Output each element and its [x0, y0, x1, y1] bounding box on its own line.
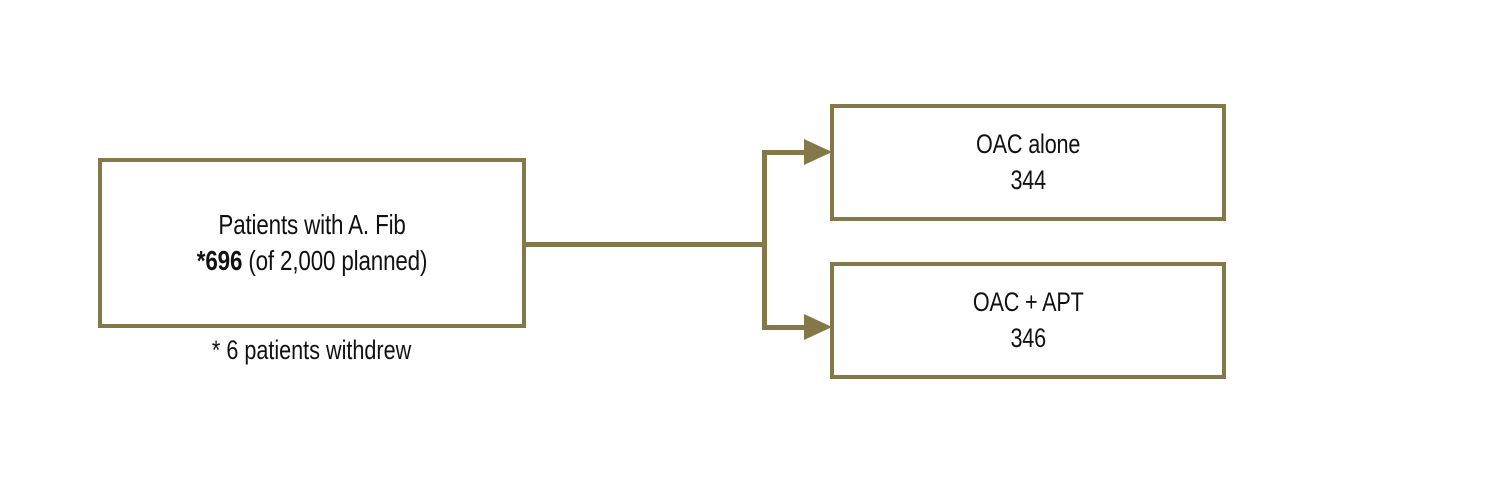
- node-oac-alone-label: OAC alone: [975, 129, 1081, 160]
- node-oac-apt-count: 346: [1010, 322, 1046, 353]
- node-oac-alone-count: 344: [1010, 164, 1046, 195]
- node-enrolled-title: Patients with A. Fib: [218, 208, 406, 240]
- connector-trunk-line: [522, 242, 767, 247]
- connector-branch-bottom: [762, 325, 810, 330]
- node-enrolled-count-line: *696 (of 2,000 planned): [196, 243, 428, 279]
- arrowhead-to-oac-alone-icon: [804, 139, 832, 165]
- arrowhead-to-oac-apt-icon: [804, 314, 832, 340]
- node-enrolled-patients: Patients with A. Fib *696 (of 2,000 plan…: [98, 158, 526, 328]
- node-oac-apt-label: OAC + APT: [972, 287, 1084, 318]
- node-oac-alone: OAC alone 344: [830, 104, 1226, 221]
- connector-branch-top: [762, 150, 810, 155]
- footnote-withdrawals: * 6 patients withdrew: [98, 334, 526, 368]
- connector-vertical-riser: [762, 150, 767, 330]
- node-enrolled-count-bold: *696: [196, 245, 243, 276]
- node-enrolled-count-suffix: (of 2,000 planned): [242, 245, 428, 276]
- footnote-text: * 6 patients withdrew: [212, 335, 412, 365]
- node-oac-apt: OAC + APT 346: [830, 262, 1226, 379]
